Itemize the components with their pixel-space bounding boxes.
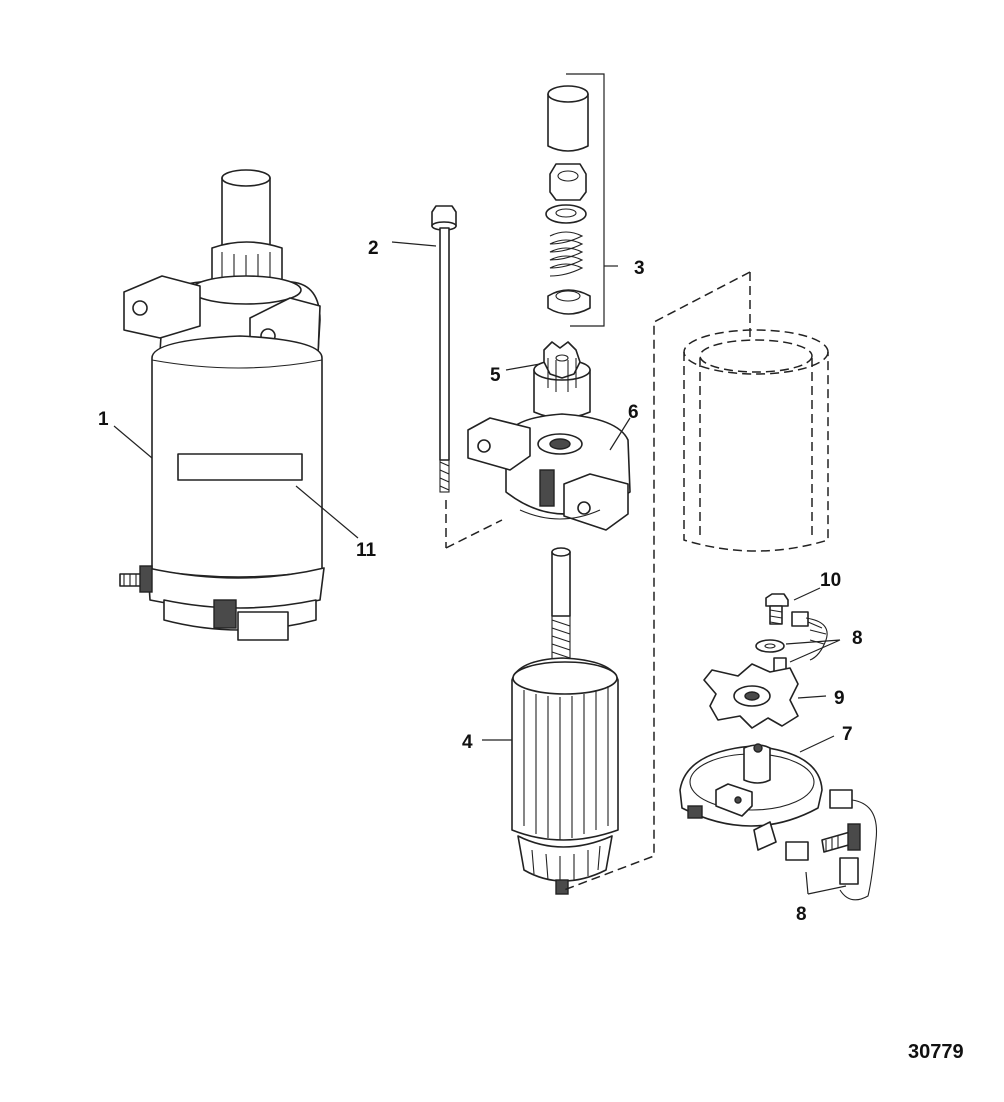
screw bbox=[765, 593, 789, 625]
armature bbox=[511, 547, 619, 895]
alignment-dashed-line bbox=[563, 271, 751, 891]
callout-1: 1 bbox=[98, 409, 109, 430]
pinion-gear bbox=[533, 341, 591, 419]
leader-line-6 bbox=[609, 417, 631, 451]
callout-7: 7 bbox=[842, 724, 853, 745]
leader-line-9 bbox=[797, 695, 827, 699]
bracket-line-3 bbox=[566, 73, 605, 327]
callout-8-lower: 8 bbox=[796, 904, 807, 925]
field-frame-dashed bbox=[683, 329, 829, 552]
callout-2: 2 bbox=[368, 238, 379, 259]
leader-line-7 bbox=[799, 735, 835, 753]
callout-8-upper: 8 bbox=[852, 628, 863, 649]
callout-5: 5 bbox=[490, 365, 501, 386]
figure-reference-number: 30779 bbox=[908, 1041, 964, 1063]
commutator-end-cap bbox=[679, 743, 823, 851]
callout-4: 4 bbox=[462, 732, 473, 753]
leader-line-5 bbox=[505, 363, 541, 371]
brush-set-upper bbox=[755, 611, 828, 673]
through-bolt bbox=[431, 205, 457, 493]
callout-10: 10 bbox=[820, 570, 841, 591]
brush-set-lower bbox=[785, 789, 878, 901]
callout-3: 3 bbox=[634, 258, 645, 279]
brush-plate bbox=[703, 663, 799, 729]
callout-9: 9 bbox=[834, 688, 845, 709]
leader-line-11 bbox=[295, 485, 359, 539]
leader-line-8a bbox=[785, 639, 841, 663]
drive-end-housing bbox=[467, 413, 631, 531]
leader-line-8b bbox=[805, 871, 847, 895]
drive-spring-stack bbox=[545, 85, 591, 315]
callout-6: 6 bbox=[628, 402, 639, 423]
leader-line-1 bbox=[113, 425, 153, 459]
starter-motor-assembly bbox=[119, 169, 325, 641]
leader-line-10 bbox=[793, 587, 821, 601]
leader-line-2 bbox=[391, 241, 437, 247]
callout-11: 11 bbox=[356, 540, 377, 561]
alignment-dashed-line-3 bbox=[445, 519, 503, 549]
